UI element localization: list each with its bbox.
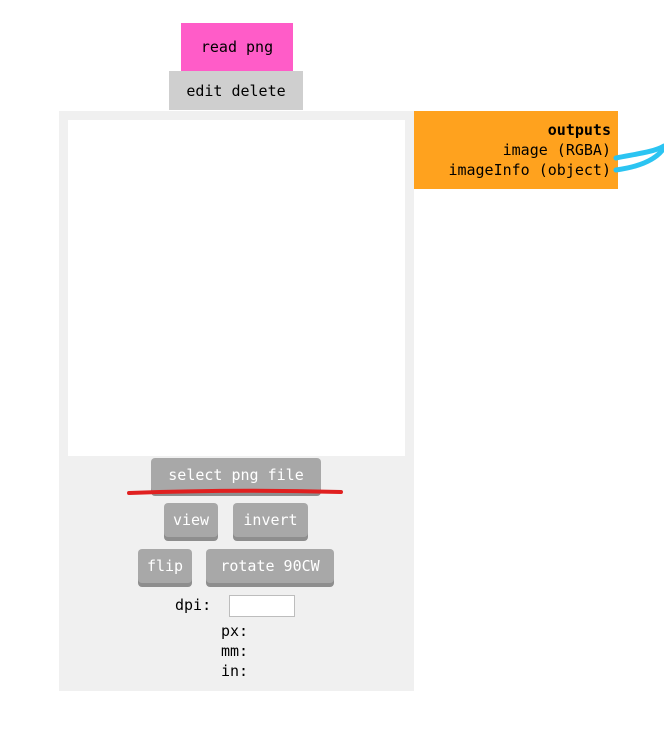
red-underline-annotation [127, 488, 343, 495]
output-port-imageinfo[interactable]: imageInfo (object) [448, 161, 611, 179]
node-title-label: read png [200, 38, 274, 56]
delete-button[interactable]: delete [231, 81, 286, 100]
flip-button[interactable]: flip [138, 549, 192, 583]
dpi-input[interactable] [229, 595, 295, 617]
dpi-label: dpi: [175, 596, 212, 614]
node-body: select png file view invert flip rotate … [59, 111, 414, 691]
mm-label: mm: [221, 642, 249, 660]
px-label: px: [221, 622, 249, 640]
connection-wire [613, 143, 664, 173]
in-label: in: [221, 662, 249, 680]
output-port-image[interactable]: image (RGBA) [502, 141, 611, 159]
edit-button[interactable]: edit [186, 81, 223, 100]
rotate-90cw-button[interactable]: rotate 90CW [206, 549, 334, 583]
outputs-panel: outputs image (RGBA) imageInfo (object) [414, 111, 618, 189]
select-png-file-button[interactable]: select png file [151, 458, 321, 492]
node-title[interactable]: read png [181, 23, 293, 71]
image-preview [68, 120, 405, 456]
view-button[interactable]: view [164, 503, 218, 537]
node-actions: edit delete [169, 71, 303, 110]
outputs-heading: outputs [547, 121, 611, 139]
invert-button[interactable]: invert [233, 503, 308, 537]
